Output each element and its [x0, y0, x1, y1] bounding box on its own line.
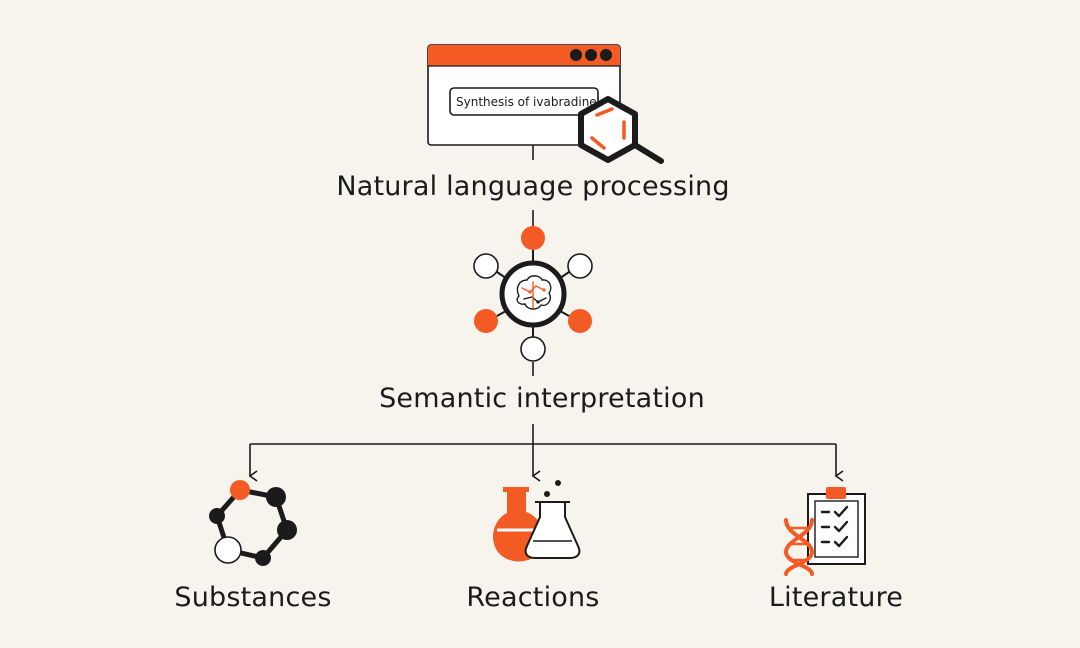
- hub-node-upper-right: [567, 253, 593, 279]
- hub-node-bottom: [520, 336, 546, 362]
- hub-node-upper-left: [473, 253, 499, 279]
- branch-arrows: [248, 424, 844, 482]
- substances-label: Substances: [174, 582, 332, 613]
- dna-clipboard-icon: [783, 487, 866, 576]
- neural-hub-icon: [473, 226, 593, 362]
- dna-icon: [783, 518, 815, 576]
- search-field-text: Synthesis of ivabradine: [456, 95, 597, 109]
- semantic-label: Semantic interpretation: [379, 383, 705, 414]
- benzene-magnifier-icon: [578, 96, 664, 164]
- nlp-label: Natural language processing: [336, 171, 730, 202]
- literature-label: Literature: [768, 582, 904, 613]
- flasks-icon: [493, 480, 581, 562]
- reactions-label: Reactions: [466, 582, 600, 613]
- browser-window: Synthesis of ivabradine: [427, 44, 621, 146]
- hub-node-top: [521, 226, 545, 250]
- window-dots-icon: [570, 49, 612, 61]
- hub-node-lower-left: [474, 309, 498, 333]
- hub-node-lower-right: [568, 309, 592, 333]
- molecule-ring-icon: [209, 480, 297, 566]
- brain-icon: [516, 275, 552, 310]
